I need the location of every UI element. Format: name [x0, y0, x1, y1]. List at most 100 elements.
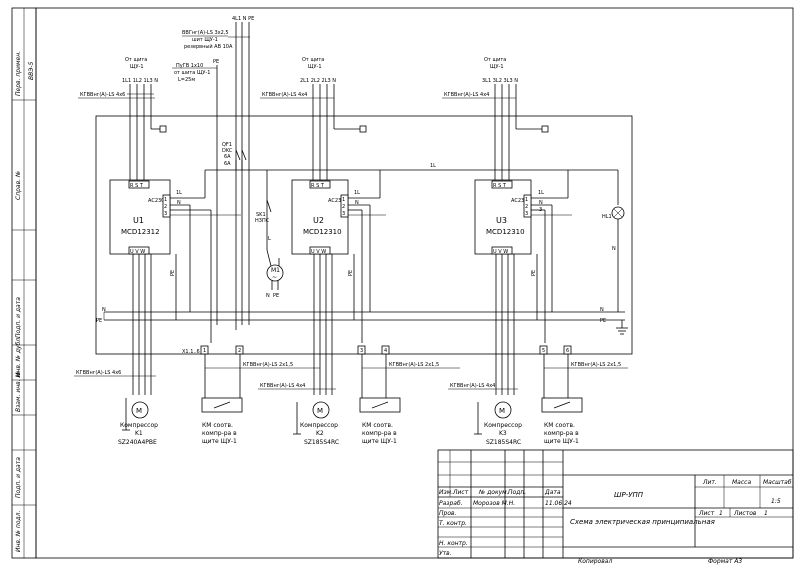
svg-text:M: M	[499, 407, 505, 415]
hl1-name: HL1	[602, 214, 612, 220]
sk1-type: H3ПС	[255, 218, 270, 224]
svg-text:Листов: Листов	[733, 510, 757, 517]
svg-text:Утв.: Утв.	[439, 550, 452, 557]
svg-text:КГВВнг(А)-LS 4х4: КГВВнг(А)-LS 4х4	[450, 383, 495, 389]
svg-text:КГВВнг(А)-LS 4х4: КГВВнг(А)-LS 4х4	[260, 383, 305, 389]
svg-text:Пров.: Пров.	[439, 510, 457, 517]
svg-text:U V W: U V W	[311, 249, 326, 255]
main-from-label: шит ЩУ-1	[192, 37, 218, 43]
bus-1l-label: 1L	[430, 163, 436, 169]
soft-starter-u1	[109, 179, 171, 255]
document-title: Схема электрическая принципиальная	[570, 518, 715, 526]
unit-phases: 1L1 1L2 1L3 N	[122, 78, 158, 84]
svg-text:N: N	[539, 200, 543, 206]
svg-text:PE: PE	[170, 270, 176, 276]
sk1-contact	[266, 199, 272, 213]
svg-text:2: 2	[164, 204, 167, 210]
svg-text:N: N	[612, 246, 616, 252]
svg-text:3: 3	[342, 211, 345, 217]
svg-text:PE: PE	[531, 270, 537, 276]
svg-text:U3: U3	[496, 216, 507, 225]
svg-text:Масштаб: Масштаб	[763, 479, 792, 486]
qf1-rating-1: 6А	[224, 154, 231, 160]
svg-text:MCD12310: MCD12310	[303, 228, 342, 236]
svg-text:MCD12310: MCD12310	[486, 228, 525, 236]
svg-text:Подп.: Подп.	[508, 489, 526, 496]
svg-text:КГВВнг(А)-LS 4х4: КГВВнг(А)-LS 4х4	[444, 92, 489, 98]
svg-text:N: N	[177, 200, 181, 206]
svg-text:U2: U2	[313, 216, 324, 225]
svg-text:K2: K2	[316, 430, 324, 437]
pe-top-label: PE	[213, 59, 219, 65]
soft-starter-u2	[291, 179, 349, 255]
svg-text:Лист: Лист	[452, 489, 469, 496]
svg-text:M: M	[317, 407, 323, 415]
svg-text:1: 1	[764, 510, 768, 517]
svg-text:Лит.: Лит.	[702, 479, 717, 486]
unit-group-u3: От щита ЩУ-1 3L1 3L2 3L3 N КГВВнг(А)-LS …	[442, 57, 628, 446]
top-bus-label: 4L1 N PE	[232, 16, 254, 22]
svg-text:PE: PE	[348, 270, 354, 276]
svg-text:1: 1	[342, 197, 345, 203]
qf1-contact-2	[241, 149, 247, 161]
motor-icon	[312, 401, 330, 419]
sk1-name: SK1	[256, 212, 266, 218]
stamp-inv-podl: Инв. № подл.	[15, 511, 22, 552]
svg-text:КМ соотв.: КМ соотв.	[544, 422, 575, 429]
svg-text:AC230V: AC230V	[511, 198, 531, 204]
soft-starter-u3	[474, 179, 532, 255]
unit-n-terminal	[159, 125, 167, 133]
svg-text:1: 1	[525, 197, 528, 203]
svg-text:Н. контр.: Н. контр.	[439, 540, 468, 547]
stamp-perv-value: ВВЭ-5	[28, 61, 35, 80]
stamp-vzam-inv: Взам. инв. №	[15, 371, 22, 412]
qf1-contact-1	[235, 149, 241, 161]
svg-text:1: 1	[719, 510, 723, 517]
stamp-podp-data-1: Подп. и дата	[15, 297, 22, 338]
svg-text:компр-ра в: компр-ра в	[202, 430, 237, 437]
svg-text:Дата: Дата	[544, 489, 561, 496]
svg-text:компр-ра в: компр-ра в	[362, 430, 397, 437]
svg-text:КГВВнг(А)-LS 2х1,5: КГВВнг(А)-LS 2х1,5	[389, 362, 439, 368]
svg-text:1: 1	[164, 197, 167, 203]
svg-text:SZ185S4RC: SZ185S4RC	[486, 439, 521, 446]
svg-text:щите ЩУ-1: щите ЩУ-1	[362, 438, 397, 445]
stamp-sprav: Справ. №	[15, 171, 22, 200]
bus-n-label-left: N	[102, 307, 106, 313]
svg-text:№ докум.: № докум.	[478, 489, 509, 496]
svg-text:Масса: Масса	[732, 479, 751, 486]
scale-value: 1:5	[771, 498, 781, 505]
main-cable-label: ВВГнг(А)-LS 3х2,5	[182, 30, 229, 36]
motor-icon	[131, 401, 149, 419]
svg-text:5: 5	[542, 348, 545, 354]
svg-text:3: 3	[525, 211, 528, 217]
svg-text:ЩУ-1: ЩУ-1	[308, 64, 322, 70]
svg-text:U V W: U V W	[130, 249, 145, 255]
svg-text:щите ЩУ-1: щите ЩУ-1	[544, 438, 579, 445]
stamp-podp-data-2: Подп. и дата	[15, 457, 22, 498]
svg-text:1L: 1L	[354, 190, 360, 196]
soft-starter-model: MCD12312	[121, 228, 160, 236]
svg-text:AC230V: AC230V	[148, 198, 168, 204]
svg-text:КМ соотв.: КМ соотв.	[202, 422, 233, 429]
svg-text:X1.1..6: X1.1..6	[182, 349, 200, 355]
svg-text:~: ~	[272, 274, 277, 281]
qf1-type: DKC	[222, 148, 233, 154]
svg-text:2: 2	[342, 204, 345, 210]
main-breaker-label: резервный АВ 10А	[184, 43, 233, 50]
unit-group-u2: От щита ЩУ-1 2L1 2L2 2L3 N КГВВнг(А)-LS …	[258, 57, 460, 446]
pe-length-label: L=25м	[178, 77, 195, 83]
unit-from-2: ЩУ-1	[130, 64, 144, 70]
svg-text:Разраб.: Разраб.	[439, 500, 463, 507]
svg-text:ЩУ-1: ЩУ-1	[490, 64, 504, 70]
svg-text:11.06.24: 11.06.24	[545, 500, 572, 507]
m1-n-label: N	[266, 293, 270, 299]
m1-pe-label: PE	[273, 293, 279, 299]
unit-cable: КГВВнг(А)-LS 4х6	[80, 92, 125, 98]
svg-text:K1: K1	[135, 430, 143, 437]
svg-text:SZ240A4PBE: SZ240A4PBE	[118, 439, 157, 446]
kopiroval-label: Копировал	[578, 558, 612, 565]
bus-pe-label-right: PE	[600, 318, 606, 324]
soft-starter-name: U1	[133, 216, 144, 225]
